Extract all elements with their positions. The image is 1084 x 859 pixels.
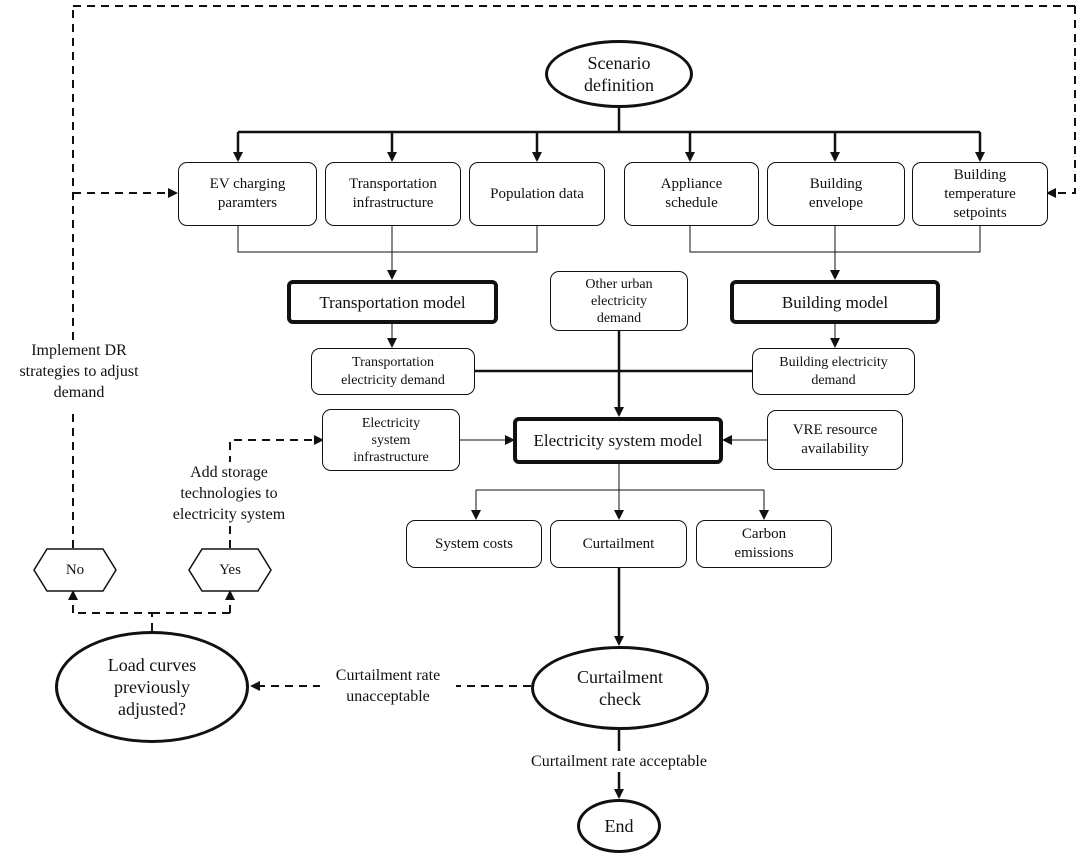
yes-label: Yes	[219, 561, 241, 578]
building-electricity-demand-box: Building electricity demand	[752, 348, 915, 395]
transportation-infrastructure-box: Transportation infrastructure	[325, 162, 461, 226]
no-hexagon: No	[33, 548, 117, 592]
add-storage-label: Add storage technologies to electricity …	[154, 462, 304, 525]
carbon-emissions-box: Carbon emissions	[696, 520, 832, 568]
curtailment-check-node: Curtailment check	[531, 646, 709, 730]
decision-split-line	[73, 612, 153, 631]
electricity-system-infrastructure-box: Electricity system infrastructure	[322, 409, 460, 471]
curtailment-unacceptable-label: Curtailment rate unacceptable	[320, 665, 456, 707]
system-costs-box: System costs	[406, 520, 542, 568]
transportation-electricity-demand-box: Transportation electricity demand	[311, 348, 475, 395]
yes-hexagon: Yes	[188, 548, 272, 592]
building-model-box: Building model	[730, 280, 940, 324]
scenario-definition-node: Scenario definition	[545, 40, 693, 108]
ev-charging-parameters-box: EV charging paramters	[178, 162, 317, 226]
electricity-system-model-box: Electricity system model	[513, 417, 723, 464]
transport-inputs-bracket	[237, 226, 538, 253]
no-label: No	[65, 561, 85, 578]
arrow-to-temperature-setpoints	[1046, 6, 1076, 198]
end-node: End	[577, 799, 661, 853]
vre-resource-availability-box: VRE resource availability	[767, 410, 903, 470]
load-curves-decision-node: Load curves previously adjusted?	[55, 631, 249, 743]
other-urban-demand-box: Other urban electricity demand	[550, 271, 688, 331]
appliance-schedule-box: Appliance schedule	[624, 162, 759, 226]
curtailment-acceptable-label: Curtailment rate acceptable	[509, 751, 729, 772]
building-envelope-box: Building envelope	[767, 162, 905, 226]
transportation-model-box: Transportation model	[287, 280, 498, 324]
building-temperature-setpoints-box: Building temperature setpoints	[912, 162, 1048, 226]
implement-dr-label: Implement DR strategies to adjust demand	[6, 340, 152, 403]
curtailment-box: Curtailment	[550, 520, 687, 568]
population-data-box: Population data	[469, 162, 605, 226]
